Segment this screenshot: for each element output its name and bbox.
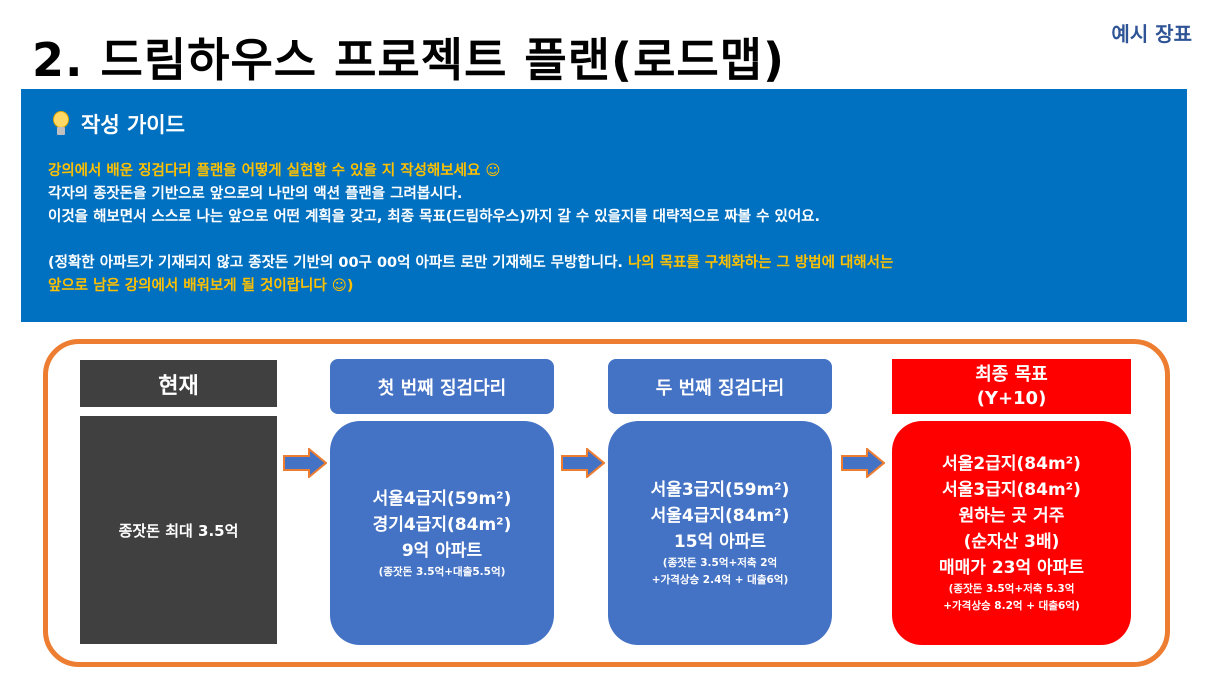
guide-box: 작성 가이드 강의에서 배운 징검다리 플랜을 어떻게 실현할 수 있을 지 작… bbox=[21, 89, 1187, 322]
step2-line-2: 서울4급지(84m²) bbox=[650, 506, 790, 526]
guide-line-5: 앞으로 남은 강의에서 배워보게 될 것이랍니다 ☺) bbox=[48, 278, 354, 294]
goal-box: 서울2급지(84m²) 서울3급지(84m²) 원하는 곳 거주 (순자산 3배… bbox=[892, 421, 1131, 645]
goal-line-4: (순자산 3배) bbox=[963, 532, 1060, 552]
goal-note-1: (종잣돈 3.5억+저축 5.3억 bbox=[948, 583, 1075, 595]
step2-box: 서울3급지(59m²) 서울4급지(84m²) 15억 아파트 (종잣돈 3.5… bbox=[608, 421, 832, 645]
goal-line-5: 매매가 23억 아파트 bbox=[939, 558, 1084, 578]
goal-label: 최종 목표 (Y+10) bbox=[892, 359, 1131, 414]
right-arrow-icon bbox=[561, 448, 605, 478]
example-tag: 예시 장표 bbox=[1111, 22, 1192, 46]
guide-line-4a: (정확한 아파트가 기재되지 않고 종잣돈 기반의 00구 00억 아파트 로만… bbox=[48, 255, 623, 271]
guide-heading: 작성 가이드 bbox=[51, 109, 185, 139]
guide-line-1: 강의에서 배운 징검다리 플랜을 어떻게 실현할 수 있을 지 작성해보세요 ☺ bbox=[48, 163, 501, 179]
step1-line-2: 경기4급지(84m²) bbox=[372, 514, 512, 535]
current-label: 현재 bbox=[80, 360, 277, 407]
step2-line-1: 서울3급지(59m²) bbox=[650, 480, 790, 500]
goal-title: 최종 목표 bbox=[975, 363, 1048, 385]
goal-line-1: 서울2급지(84m²) bbox=[942, 454, 1081, 474]
page-title: 2. 드림하우스 프로젝트 플랜(로드맵) bbox=[32, 33, 786, 87]
guide-line-3: 이것을 해보면서 스스로 나는 앞으로 어떤 계획을 갖고, 최종 목표(드림하… bbox=[48, 209, 821, 225]
step2-note-1: (종잣돈 3.5억+저축 2억 bbox=[662, 557, 778, 569]
step2-note-2: +가격상승 2.4억 + 대출6억) bbox=[651, 574, 789, 586]
current-box: 종잣돈 최대 3.5억 bbox=[80, 416, 277, 644]
guide-line-2: 각자의 종잣돈을 기반으로 앞으로의 나만의 액션 플랜을 그려봅시다. bbox=[48, 186, 463, 202]
current-text: 종잣돈 최대 3.5억 bbox=[118, 521, 239, 540]
right-arrow-icon bbox=[841, 448, 885, 478]
step2-label: 두 번째 징검다리 bbox=[608, 359, 832, 414]
goal-line-3: 원하는 곳 거주 bbox=[958, 506, 1065, 526]
goal-sublabel: (Y+10) bbox=[976, 387, 1047, 409]
right-arrow-icon bbox=[283, 448, 327, 478]
goal-line-2: 서울3급지(84m²) bbox=[942, 480, 1081, 500]
step1-note: (종잣돈 3.5억+대출5.5억) bbox=[378, 565, 506, 578]
guide-body: 강의에서 배운 징검다리 플랜을 어떻게 실현할 수 있을 지 작성해보세요 ☺… bbox=[48, 160, 1168, 298]
step2-line-3: 15억 아파트 bbox=[673, 532, 767, 552]
lightbulb-icon bbox=[51, 111, 71, 137]
guide-line-4: (정확한 아파트가 기재되지 않고 종잣돈 기반의 00구 00억 아파트 로만… bbox=[48, 252, 1168, 275]
guide-heading-label: 작성 가이드 bbox=[81, 113, 185, 137]
step1-box: 서울4급지(59m²) 경기4급지(84m²) 9억 아파트 (종잣돈 3.5억… bbox=[330, 421, 554, 645]
step1-line-3: 9억 아파트 bbox=[401, 540, 483, 561]
step1-label: 첫 번째 징검다리 bbox=[330, 359, 554, 414]
goal-note-2: +가격상승 8.2억 + 대출6억) bbox=[943, 600, 1080, 612]
guide-line-4b: 나의 목표를 구체화하는 그 방법에 대해서는 bbox=[622, 255, 894, 271]
step1-line-1: 서울4급지(59m²) bbox=[372, 488, 512, 509]
roadmap-frame bbox=[43, 339, 1170, 667]
